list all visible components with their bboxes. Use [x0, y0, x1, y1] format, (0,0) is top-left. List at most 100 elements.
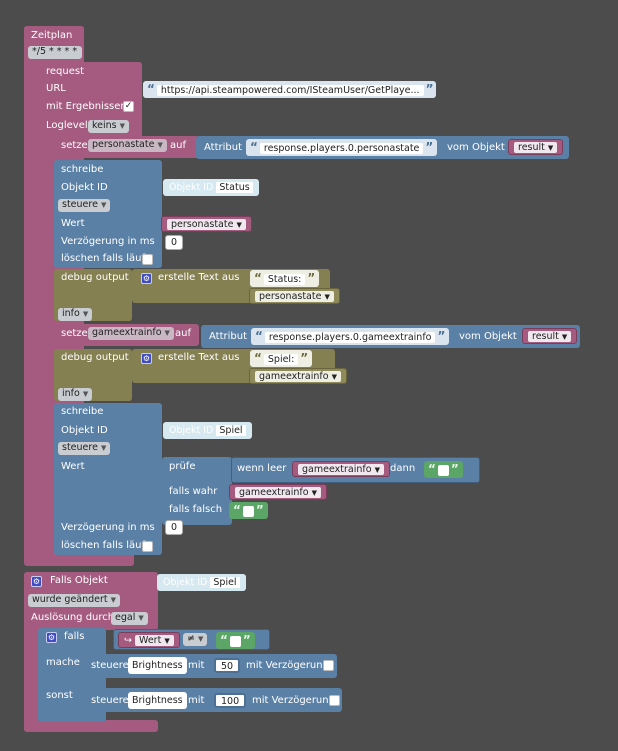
write1-value-var[interactable]: personastate ▼ [161, 216, 252, 232]
else-obj[interactable]: Brightness [128, 692, 187, 709]
write2-mode: steuere [62, 442, 98, 453]
attr1-obj-value: result [518, 142, 545, 153]
debug2-var-value: gameextrainfo [259, 371, 329, 382]
write1-value-label: Wert [61, 218, 85, 229]
gear-icon[interactable]: ⚙ [46, 632, 57, 643]
else-delay-checkbox[interactable] [329, 695, 340, 706]
write2-delay-input[interactable]: 0 [165, 520, 184, 535]
set1-auf: auf [170, 140, 186, 151]
if-true-label: falls wahr [169, 486, 218, 497]
compare-var[interactable]: ↪ Wert ▼ [118, 632, 180, 648]
write2-delay-value: 0 [171, 522, 178, 533]
chevron-down-icon: ▼ [331, 373, 337, 381]
loglevel-label: Loglevel [46, 120, 88, 131]
write1-label: schreibe [61, 164, 104, 175]
chevron-down-icon: ▼ [324, 293, 330, 301]
if-true-var[interactable]: gameextrainfo ▼ [229, 484, 327, 500]
write2-delay-label: Verzögerung in ms [61, 522, 155, 533]
loglevel-dropdown[interactable]: keins▼ [88, 120, 130, 133]
url-label: URL [46, 83, 66, 94]
write2-objid-label: Objekt ID [61, 425, 108, 436]
if-true-var-value: gameextrainfo [239, 487, 309, 498]
write1-delay-input[interactable]: 0 [165, 235, 184, 250]
trigger-objid-value: Spiel [210, 577, 240, 588]
do-delay-checkbox[interactable] [323, 660, 334, 671]
set1-var-dropdown[interactable]: personastate▼ [88, 139, 167, 152]
debug1-level-dropdown[interactable]: info▼ [58, 308, 93, 321]
gear-icon[interactable]: ⚙ [31, 576, 42, 587]
gear-icon[interactable]: ⚙ [141, 273, 152, 284]
else-control-block[interactable] [85, 688, 342, 712]
do-delay-label: mit Verzögerung [246, 660, 329, 671]
trigger-by-label: Auslösung durch [31, 612, 115, 623]
attr1-value: response.players.0.personastate [259, 143, 424, 154]
write1-objid[interactable]: Objekt ID Status [163, 179, 259, 196]
trigger-body [24, 572, 42, 732]
loglevel-value: keins [92, 120, 117, 131]
debug2-text[interactable]: “Spiel:” [250, 350, 313, 367]
trigger-by-dropdown[interactable]: egal▼ [111, 612, 148, 625]
write2-clear-label: löschen falls läuft [61, 540, 149, 551]
write2-objid[interactable]: Objekt ID Spiel [163, 422, 252, 439]
write-spiel-block[interactable] [54, 403, 162, 555]
debug1-label: debug output [61, 272, 129, 283]
do-value-input[interactable]: 50 [214, 658, 241, 673]
if-false-label: falls falsch [169, 504, 223, 515]
do-obj[interactable]: Brightness [128, 657, 187, 674]
request-body [38, 62, 56, 558]
write1-clear-checkbox[interactable] [142, 254, 153, 265]
write2-mode-dropdown[interactable]: steuere▼ [58, 442, 111, 455]
check-label: prüfe [169, 461, 196, 472]
debug2-var[interactable]: gameextrainfo ▼ [249, 368, 347, 384]
attr1-obj-label: vom Objekt [447, 142, 505, 153]
arrow-icon: ↪ [124, 635, 132, 646]
else-value-input[interactable]: 100 [214, 693, 247, 708]
write2-value-label: Wert [61, 461, 85, 472]
chevron-down-icon: ▼ [119, 122, 126, 130]
do-with: mit [188, 660, 205, 671]
attr2-label: Attribut [209, 331, 248, 342]
compare-empty-string[interactable]: “ ” [216, 632, 255, 649]
chevron-down-icon: ▼ [82, 310, 89, 318]
debug1-level: info [62, 308, 80, 319]
do-label: mache [46, 657, 80, 668]
cron-field[interactable]: */5 * * * * [28, 46, 82, 59]
trigger-objid[interactable]: Objekt ID Spiel [157, 574, 246, 591]
if-false-empty-string[interactable]: “ ” [229, 502, 268, 519]
write1-objid-value: Status [216, 182, 253, 193]
debug1-text[interactable]: “Status:” [250, 270, 320, 287]
write1-delay-value: 0 [171, 237, 178, 248]
write1-mode-dropdown[interactable]: steuere▼ [58, 199, 111, 212]
set2-var-dropdown[interactable]: gameextrainfo▼ [88, 327, 174, 340]
compare-op-dropdown[interactable]: ≠▼ [183, 633, 208, 646]
debug2-level-dropdown[interactable]: info▼ [58, 388, 93, 401]
url-input[interactable]: “https://api.steampowered.com/ISteamUser… [143, 81, 436, 98]
results-checkbox[interactable]: ✓ [123, 101, 134, 112]
debug1-var-value: personastate [259, 291, 322, 302]
do-obj-value: Brightness [132, 660, 183, 671]
then-empty-string[interactable]: “ ” [424, 461, 463, 478]
write-status-block[interactable] [54, 160, 162, 268]
debug1-text-value: Status: [263, 274, 306, 285]
attr2-obj-var[interactable]: result ▼ [522, 328, 578, 344]
attr2-input[interactable]: “response.players.0.gameextrainfo” [251, 328, 450, 345]
write1-clear-label: löschen falls läuft [61, 253, 149, 264]
attr1-input[interactable]: “response.players.0.personastate” [246, 139, 438, 156]
set1-var: personastate [92, 139, 155, 150]
trigger-event-dropdown[interactable]: wurde geändert▼ [28, 594, 121, 607]
debug2-label: debug output [61, 352, 129, 363]
attr1-obj-var[interactable]: result ▼ [508, 139, 564, 155]
write2-clear-checkbox[interactable] [142, 541, 153, 552]
do-text: steuere [91, 660, 129, 671]
results-label: mit Ergebnissen [46, 101, 127, 112]
debug1-var[interactable]: personastate ▼ [249, 288, 340, 304]
debug2-level: info [62, 388, 80, 399]
do-control-block[interactable] [85, 654, 337, 678]
if-empty-var[interactable]: gameextrainfo ▼ [292, 461, 390, 477]
set2-auf: auf [175, 328, 191, 339]
check-block[interactable] [162, 457, 232, 525]
check-icon: ✓ [124, 101, 133, 111]
chevron-down-icon: ▼ [100, 444, 107, 452]
gear-icon[interactable]: ⚙ [141, 353, 152, 364]
chevron-down-icon: ▼ [100, 201, 107, 209]
